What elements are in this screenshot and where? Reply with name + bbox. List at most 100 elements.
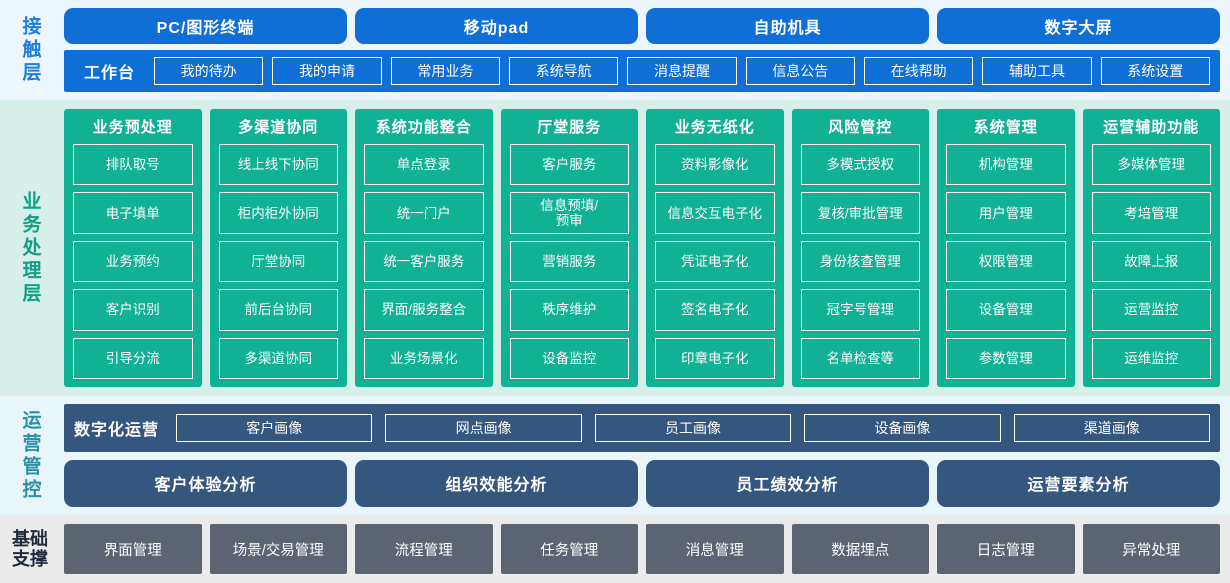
foundation-layer-body: 界面管理 场景/交易管理 流程管理 任务管理 消息管理 数据埋点 日志管理 异常…: [60, 515, 1230, 583]
workbench-item[interactable]: 信息公告: [745, 57, 855, 85]
business-item[interactable]: 多媒体管理: [1091, 144, 1211, 186]
workbench-item[interactable]: 我的待办: [154, 57, 264, 85]
business-item[interactable]: 业务场景化: [364, 337, 484, 380]
contact-layer-label: 接触层: [0, 0, 60, 100]
digital-operation-row: 数字化运营 客户画像 网点画像 员工画像 设备画像 渠道画像: [64, 404, 1220, 452]
business-item[interactable]: 信息交互电子化: [655, 192, 775, 234]
business-item[interactable]: 考培管理: [1091, 192, 1211, 234]
analysis-item[interactable]: 运营要素分析: [937, 459, 1220, 507]
portrait-item[interactable]: 网点画像: [385, 413, 582, 442]
workbench-title: 工作台: [84, 65, 136, 82]
operation-layer-label-text: 运营管控: [19, 409, 41, 502]
business-item[interactable]: 业务预约: [73, 240, 193, 283]
business-item[interactable]: 权限管理: [946, 240, 1066, 283]
business-column-title: 运营辅助功能: [1103, 119, 1200, 136]
operation-layer-body: 数字化运营 客户画像 网点画像 员工画像 设备画像 渠道画像 客户体验分析 组织…: [60, 396, 1230, 515]
business-item[interactable]: 单点登录: [364, 144, 484, 186]
foundation-layer-label-text: 基础 支撑: [12, 529, 48, 569]
workbench-item[interactable]: 消息提醒: [627, 57, 737, 85]
business-column-items: 客户服务 信息预填/ 预审 营销服务 秩序维护 设备监控: [509, 144, 629, 380]
workbench-item[interactable]: 系统导航: [509, 57, 619, 85]
business-item[interactable]: 引导分流: [73, 337, 193, 380]
business-item[interactable]: 营销服务: [509, 240, 629, 283]
channel-item[interactable]: 移动pad: [355, 8, 638, 44]
business-column-title: 风险管控: [828, 119, 893, 136]
workbench-item[interactable]: 在线帮助: [863, 57, 974, 85]
business-item[interactable]: 资料影像化: [655, 144, 775, 186]
business-item[interactable]: 前后台协同: [218, 289, 338, 331]
business-item[interactable]: 机构管理: [946, 144, 1066, 186]
business-item[interactable]: 信息预填/ 预审: [509, 192, 629, 234]
foundation-item[interactable]: 消息管理: [646, 524, 784, 574]
workbench-item[interactable]: 我的申请: [272, 57, 382, 85]
business-item[interactable]: 客户识别: [73, 289, 193, 331]
business-item[interactable]: 统一客户服务: [364, 240, 484, 283]
business-item[interactable]: 多渠道协同: [218, 337, 338, 380]
business-item[interactable]: 线上线下协同: [218, 144, 338, 186]
business-item[interactable]: 运营监控: [1091, 289, 1211, 331]
business-layer-body: 业务预处理 排队取号 电子填单 业务预约 客户识别 引导分流 多渠道协同 线上线…: [60, 100, 1230, 396]
portrait-item[interactable]: 客户画像: [176, 413, 373, 442]
business-column: 系统管理 机构管理 用户管理 权限管理 设备管理 参数管理: [937, 109, 1075, 387]
foundation-layer-label: 基础 支撑: [0, 515, 60, 583]
business-item[interactable]: 设备管理: [946, 289, 1066, 331]
business-item[interactable]: 名单检查等: [800, 337, 920, 380]
business-item[interactable]: 客户服务: [509, 144, 629, 186]
foundation-item[interactable]: 日志管理: [937, 524, 1075, 574]
business-item[interactable]: 用户管理: [946, 192, 1066, 234]
business-item[interactable]: 签名电子化: [655, 289, 775, 331]
business-item[interactable]: 界面/服务整合: [364, 289, 484, 331]
foundation-item[interactable]: 流程管理: [355, 524, 493, 574]
analysis-item[interactable]: 客户体验分析: [64, 459, 347, 507]
workbench-item[interactable]: 常用业务: [390, 57, 500, 85]
workbench-row: 工作台 我的待办 我的申请 常用业务 系统导航 消息提醒 信息公告 在线帮助 辅…: [64, 50, 1220, 92]
foundation-item[interactable]: 场景/交易管理: [209, 524, 347, 574]
operation-layer-band: 运营管控 数字化运营 客户画像 网点画像 员工画像 设备画像 渠道画像 客户体验…: [0, 396, 1230, 515]
business-item[interactable]: 统一门户: [364, 192, 484, 234]
foundation-item[interactable]: 任务管理: [500, 524, 638, 574]
workbench-item[interactable]: 辅助工具: [982, 57, 1092, 85]
digital-operation-title: 数字化运营: [74, 421, 160, 439]
business-column-title: 业务无纸化: [674, 119, 755, 136]
business-column-items: 线上线下协同 柜内柜外协同 厅堂协同 前后台协同 多渠道协同: [218, 144, 338, 380]
business-item[interactable]: 运维监控: [1091, 337, 1211, 380]
analysis-item[interactable]: 员工绩效分析: [646, 459, 929, 507]
business-item[interactable]: 电子填单: [73, 192, 193, 234]
foundation-item[interactable]: 数据埋点: [791, 524, 929, 574]
business-item[interactable]: 厅堂协同: [218, 240, 338, 283]
portrait-item[interactable]: 员工画像: [594, 413, 792, 442]
foundation-item[interactable]: 异常处理: [1082, 524, 1220, 574]
business-item[interactable]: 冠字号管理: [800, 289, 920, 331]
business-item[interactable]: 多模式授权: [800, 144, 920, 186]
business-item[interactable]: 身份核查管理: [800, 240, 920, 283]
business-column-title: 厅堂服务: [537, 119, 602, 136]
business-item[interactable]: 复核/审批管理: [800, 192, 920, 234]
business-item[interactable]: 故障上报: [1091, 240, 1211, 283]
channel-item[interactable]: PC/图形终端: [64, 8, 347, 44]
business-item[interactable]: 秩序维护: [509, 289, 629, 331]
contact-layer-band: 接触层 PC/图形终端 移动pad 自助机具 数字大屏 工作台 我的待办 我的申…: [0, 0, 1230, 100]
business-item[interactable]: 参数管理: [946, 337, 1066, 380]
business-item[interactable]: 柜内柜外协同: [218, 192, 338, 234]
workbench-item[interactable]: 系统设置: [1100, 57, 1210, 85]
business-item[interactable]: 凭证电子化: [655, 240, 775, 283]
foundation-item[interactable]: 界面管理: [64, 524, 202, 574]
operation-layer-label: 运营管控: [0, 396, 60, 515]
business-item[interactable]: 印章电子化: [655, 337, 775, 380]
contact-layer-label-text: 接触层: [19, 15, 41, 85]
foundation-label-line1: 基础: [12, 528, 48, 549]
analysis-item[interactable]: 组织效能分析: [355, 459, 638, 507]
channel-item[interactable]: 自助机具: [646, 8, 929, 44]
portrait-item[interactable]: 设备画像: [804, 413, 1001, 442]
business-item[interactable]: 排队取号: [73, 144, 193, 186]
channel-item[interactable]: 数字大屏: [937, 8, 1220, 44]
business-column: 系统功能整合 单点登录 统一门户 统一客户服务 界面/服务整合 业务场景化: [355, 109, 493, 387]
foundation-row: 界面管理 场景/交易管理 流程管理 任务管理 消息管理 数据埋点 日志管理 异常…: [64, 524, 1220, 574]
foundation-label-line2: 支撑: [12, 549, 48, 569]
business-column-items: 排队取号 电子填单 业务预约 客户识别 引导分流: [73, 144, 193, 380]
business-column-title: 系统功能整合: [375, 119, 472, 136]
business-column: 风险管控 多模式授权 复核/审批管理 身份核查管理 冠字号管理 名单检查等: [791, 109, 929, 387]
portrait-item[interactable]: 渠道画像: [1013, 413, 1210, 442]
business-item[interactable]: 设备监控: [509, 337, 629, 380]
